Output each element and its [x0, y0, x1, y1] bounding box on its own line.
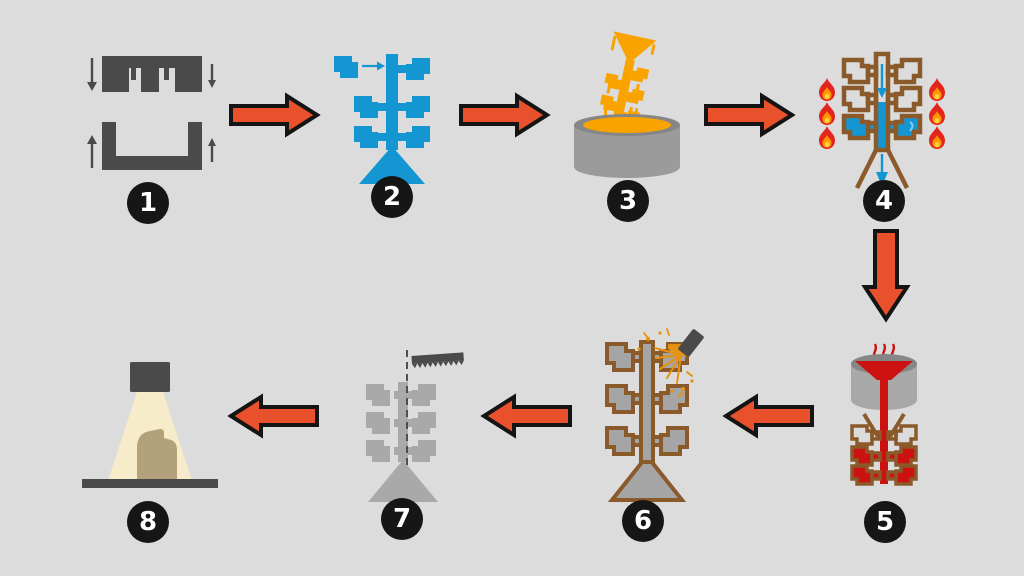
step-6: 6 — [582, 328, 712, 542]
step-4: 4 — [807, 48, 957, 222]
slurry-dip-vat-icon — [574, 31, 680, 178]
attach-arrow-icon — [362, 61, 385, 71]
shell-parts-empty — [850, 424, 918, 446]
cast-tree-icon — [366, 382, 438, 502]
blast-spray-icon — [654, 347, 682, 384]
arrow-4-to-5 — [861, 229, 911, 323]
inspection-table — [82, 479, 218, 488]
arrow-2-to-3 — [459, 92, 551, 138]
wax-drain-arrows-icon — [876, 64, 888, 186]
shell-parts-filled — [850, 445, 918, 486]
shell-funnel-outline — [862, 412, 906, 442]
spark-ticks-icon — [643, 328, 693, 397]
step-2: 2 — [332, 50, 452, 220]
step-5: 5 — [829, 340, 939, 543]
lamp-head-icon — [130, 362, 170, 392]
step-8: 8 — [80, 360, 220, 543]
molten-metal-pour-icon — [850, 343, 918, 486]
ceramic-shell-outline — [841, 51, 923, 190]
dipped-tree-icon — [599, 31, 657, 126]
step-number-badge: 7 — [381, 498, 423, 540]
step-number-badge: 4 — [863, 180, 905, 222]
wax-pattern-tree-icon — [334, 54, 430, 184]
step-7: 7 — [344, 348, 464, 540]
finished-part-icon — [137, 428, 177, 481]
arrow-1-to-2 — [229, 92, 321, 138]
spark-dots-icon — [637, 331, 694, 393]
step-number-badge: 2 — [371, 176, 413, 218]
step-1: 1 — [82, 52, 222, 224]
step-number-badge: 3 — [607, 180, 649, 222]
flame-icons — [819, 78, 945, 149]
step-number-badge: 8 — [127, 501, 169, 543]
press-direction-arrows-icon — [87, 58, 216, 168]
inspection-lamp-icon — [82, 362, 218, 488]
blast-nozzle-icon — [678, 329, 704, 357]
arrow-3-to-4 — [704, 92, 796, 138]
saw-blade-icon — [411, 352, 464, 369]
step-number-badge: 6 — [622, 500, 664, 542]
burnout-dewax-flames-icon — [819, 51, 945, 190]
arrow-6-to-7 — [480, 393, 572, 439]
step-number-badge: 1 — [127, 182, 169, 224]
mold-die-icon — [87, 56, 216, 170]
arrow-7-to-8 — [227, 393, 319, 439]
arrow-5-to-6 — [722, 393, 814, 439]
step-3: 3 — [562, 30, 692, 226]
shell-knockout-blast-icon — [605, 328, 704, 502]
cutoff-saw-tree-icon — [366, 350, 464, 502]
slurry-vat-icon — [574, 114, 680, 178]
detached-wax-part-icon — [334, 56, 358, 78]
metal-stream — [880, 372, 888, 440]
step-number-badge: 5 — [864, 501, 906, 543]
